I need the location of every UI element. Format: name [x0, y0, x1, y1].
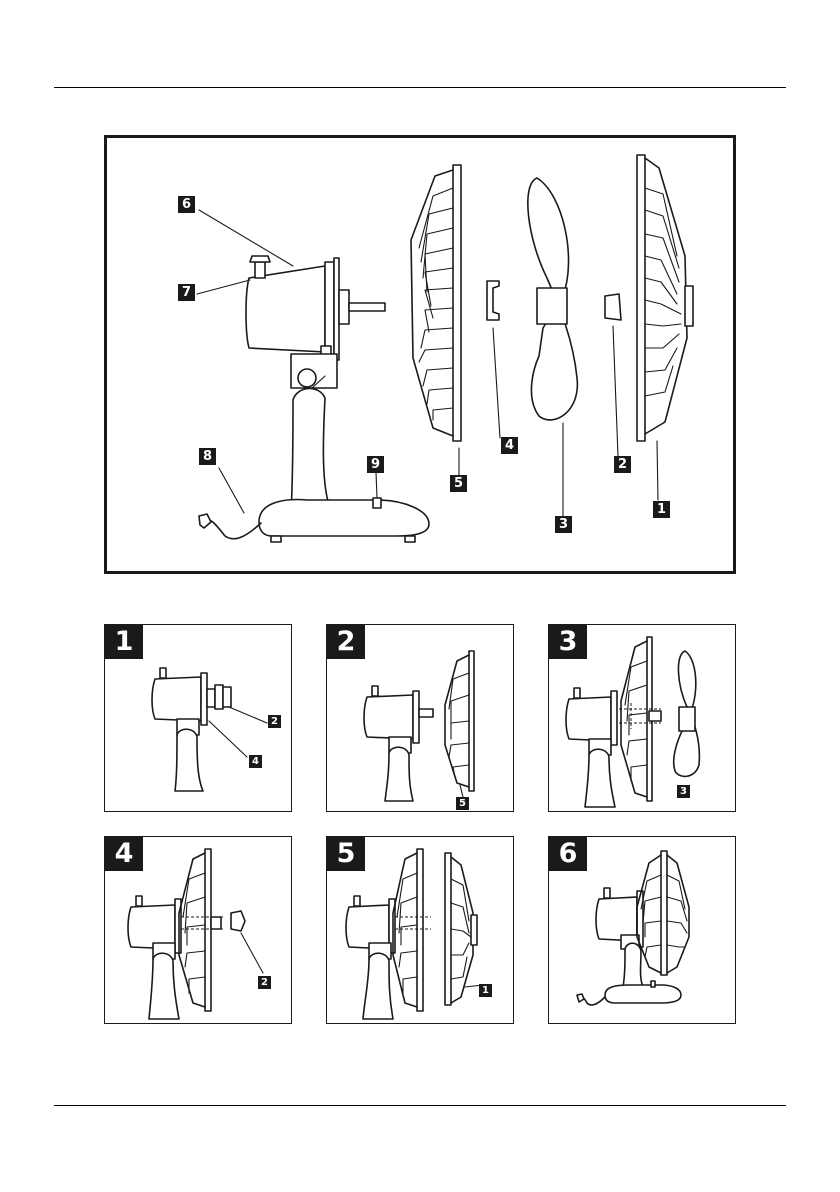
step-1-number: 1 [105, 625, 143, 659]
step-5-number: 5 [327, 837, 365, 871]
step-3-callout-3: 3 [677, 785, 690, 798]
callout-1: 1 [653, 501, 670, 518]
step-5-callout-1: 1 [479, 984, 492, 997]
bottom-rule [54, 1105, 786, 1106]
step-2-callout-5: 5 [456, 797, 469, 810]
callout-3: 3 [555, 516, 572, 533]
stand [259, 369, 429, 542]
callout-8: 8 [199, 448, 216, 465]
callout-9: 9 [367, 456, 384, 473]
step-2-number: 2 [327, 625, 365, 659]
motor-housing [246, 256, 385, 360]
power-cable [206, 520, 261, 539]
callout-7: 7 [178, 284, 195, 301]
step-3-panel: 3 3 [548, 624, 736, 812]
step-6-panel: 6 [548, 836, 736, 1024]
top-rule [54, 87, 786, 88]
callout-5: 5 [450, 475, 467, 492]
exploded-view-panel: 6 7 8 9 5 4 3 2 1 [104, 135, 736, 574]
step-4-number: 4 [105, 837, 143, 871]
step-6-number: 6 [549, 837, 587, 871]
step-5-panel: 5 1 [326, 836, 514, 1024]
blade-nut [605, 294, 621, 320]
step-1-callout-2: 2 [268, 715, 281, 728]
front-guard [637, 155, 693, 441]
step-1-callout-4: 4 [249, 755, 262, 768]
rear-guard [411, 165, 461, 441]
callout-2: 2 [614, 456, 631, 473]
step-4-callout-2: 2 [258, 976, 271, 989]
fan-blade [528, 178, 578, 420]
callout-4: 4 [501, 437, 518, 454]
step-3-number: 3 [549, 625, 587, 659]
step-1-panel: 1 2 4 [104, 624, 292, 812]
step-2-panel: 2 5 [326, 624, 514, 812]
exploded-view-drawing [107, 138, 739, 577]
step-4-panel: 4 2 [104, 836, 292, 1024]
callout-6: 6 [178, 196, 195, 213]
blade-spinner-part [487, 281, 499, 320]
